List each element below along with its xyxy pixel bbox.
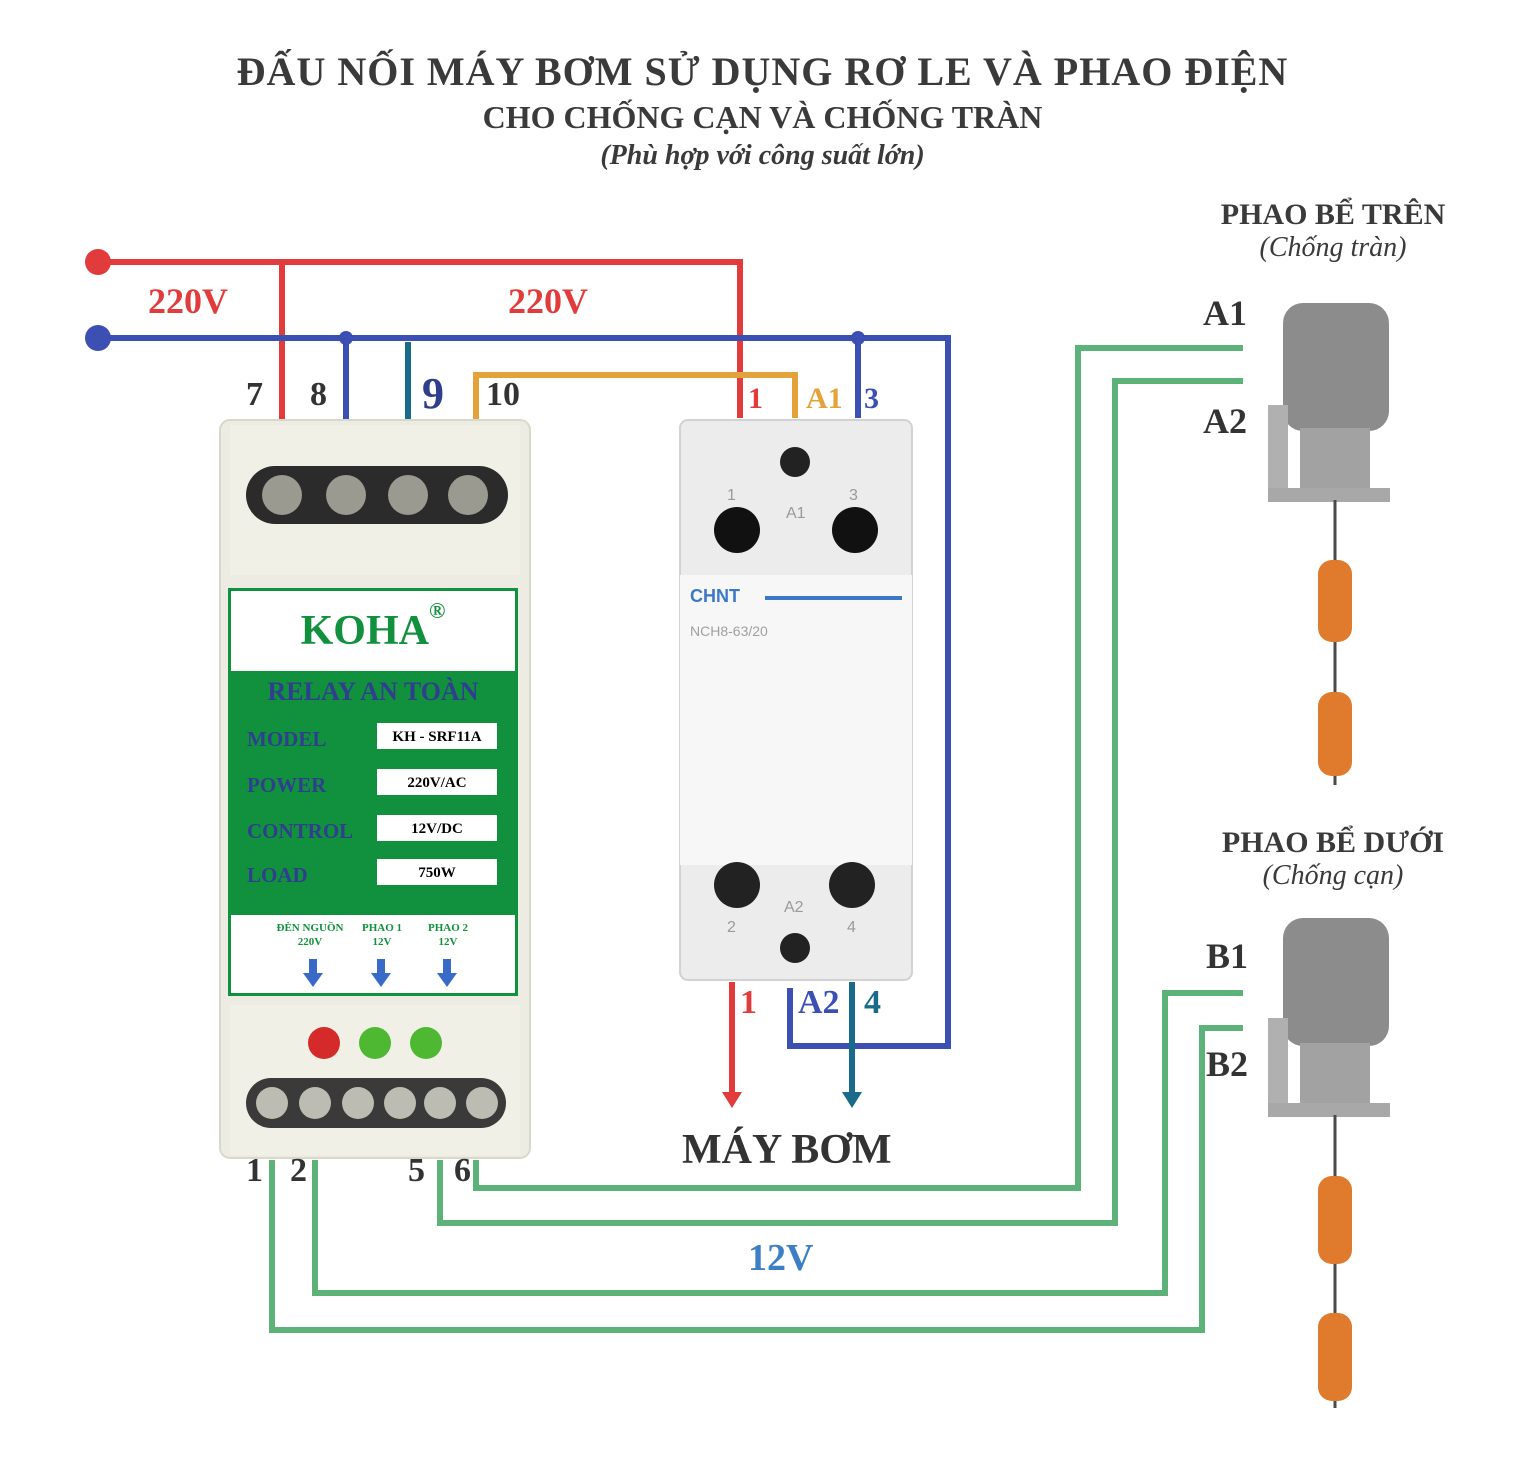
float-lower-subtitle: (Chống cạn) <box>1262 860 1404 891</box>
screw-row-top <box>262 475 488 515</box>
spec-label-control: CONTROL <box>247 819 354 843</box>
contactor-terminal-1-bottom: 1 <box>740 984 757 1021</box>
float-lower-title-block: PHAO BỂ DƯỚI (Chống cạn) <box>1183 826 1483 892</box>
indicator-float2-name: PHAO 2 <box>427 922 469 934</box>
contactor-terminal-1-top: 1 <box>748 382 763 415</box>
diagram-title-block: ĐẤU NỐI MÁY BƠM SỬ DỤNG RƠ LE VÀ PHAO ĐI… <box>0 48 1525 172</box>
registered-mark: ® <box>428 598 446 623</box>
diagram-subtitle: CHO CHỐNG CẠN VÀ CHỐNG TRÀN <box>482 99 1043 135</box>
phase-line <box>98 259 743 418</box>
relay-front-panel: KOHA® RELAY AN TOÀN MODEL KH - SRF11A PO… <box>228 588 518 996</box>
relay-terminal-2: 2 <box>290 1152 307 1189</box>
lower-float-switch <box>1268 918 1390 1408</box>
down-arrow-icon <box>303 959 323 987</box>
diagram-note: (Phù hợp với công suất lớn) <box>600 140 925 171</box>
indicator-float2: PHAO 2 12V <box>403 921 493 949</box>
contactor-face-top-3: 3 <box>849 487 858 504</box>
contactor-a1-screw <box>780 447 810 477</box>
contactor-face-top-1: 1 <box>727 487 736 504</box>
indicator-float2-voltage: 12V <box>438 936 458 948</box>
float-wires <box>269 345 1243 1333</box>
relay-terminal-8: 8 <box>310 376 327 413</box>
relay-spec-area: RELAY AN TOÀN MODEL KH - SRF11A POWER 22… <box>231 671 515 915</box>
power-led <box>308 1027 340 1059</box>
float-wire-a1: A1 <box>1203 293 1247 333</box>
float-wire-a2: A2 <box>1203 401 1247 441</box>
contactor-brand: CHNT <box>690 586 740 606</box>
float-upper-title: PHAO BỂ TRÊN <box>1220 198 1446 231</box>
float-upper-subtitle: (Chống tràn) <box>1259 232 1407 263</box>
float-lower-title: PHAO BỂ DƯỚI <box>1221 826 1445 859</box>
relay-top-terminal-strip <box>246 466 508 524</box>
relay-terminal-9: 9 <box>422 369 444 418</box>
relay-terminal-10: 10 <box>486 376 520 413</box>
down-arrow-icon <box>371 959 391 987</box>
float1-led <box>359 1027 391 1059</box>
indicator-float1-voltage: 12V <box>372 936 392 948</box>
pump-label: MÁY BƠM <box>682 1127 892 1173</box>
indicator-float1: PHAO 1 12V <box>337 921 427 949</box>
relay-brand: KOHA <box>300 608 429 654</box>
contactor-model: NCH8-63/20 <box>690 623 768 639</box>
spec-label-model: MODEL <box>247 727 327 751</box>
spec-value-control: 12V/DC <box>377 815 497 841</box>
down-arrow-icon <box>437 959 457 987</box>
spec-value-model: KH - SRF11A <box>377 723 497 749</box>
pump-phase-arrowhead <box>722 1092 742 1108</box>
contactor-face <box>680 575 912 865</box>
contactor-terminal-a1: A1 <box>806 382 843 415</box>
float-wire-b1: B1 <box>1206 936 1249 976</box>
contactor-screw-1 <box>714 507 760 553</box>
contactor-terminal-4: 4 <box>864 984 881 1021</box>
float-wire-b2: B2 <box>1206 1044 1249 1084</box>
screw-row-bottom <box>256 1087 498 1119</box>
junction-dot <box>851 331 865 345</box>
contactor-screw-2 <box>714 862 760 908</box>
relay-brand-box: KOHA® <box>231 591 515 671</box>
indicator-power: ĐÈN NGUỒN 220V <box>265 921 355 949</box>
neutral-line <box>98 335 951 1049</box>
contactor-face-top-a1: A1 <box>786 505 806 522</box>
spec-value-load: 750W <box>377 859 497 885</box>
junction-dot <box>339 331 353 345</box>
upper-float-switch <box>1268 303 1390 785</box>
contactor-terminal-a2: A2 <box>798 984 840 1021</box>
control-voltage-label: 12V <box>748 1237 814 1279</box>
coil-wire-10 <box>473 372 798 425</box>
contactor-face-bottom-a2: A2 <box>784 899 804 916</box>
indicator-power-voltage: 220V <box>297 936 323 948</box>
contactor-terminal-3: 3 <box>864 382 879 415</box>
indicator-float1-name: PHAO 1 <box>361 922 403 934</box>
contactor-a2-screw <box>780 933 810 963</box>
supply-voltage-right: 220V <box>508 281 588 321</box>
contactor-face-bottom-2: 2 <box>727 919 736 936</box>
relay-terminal-6: 6 <box>454 1152 471 1189</box>
float2-led <box>410 1027 442 1059</box>
relay-terminal-5: 5 <box>408 1152 425 1189</box>
diagram-title: ĐẤU NỐI MÁY BƠM SỬ DỤNG RƠ LE VÀ PHAO ĐI… <box>236 49 1289 94</box>
float-upper-title-block: PHAO BỂ TRÊN (Chống tràn) <box>1183 198 1483 264</box>
relay-terminal-7: 7 <box>246 376 263 413</box>
pump-neutral-arrowhead <box>842 1092 862 1108</box>
supply-voltage-left: 220V <box>148 281 228 321</box>
spec-value-power: 220V/AC <box>377 769 497 795</box>
contactor-screw-3 <box>832 507 878 553</box>
relay-terminal-1: 1 <box>246 1152 263 1189</box>
relay-name: RELAY AN TOÀN <box>267 677 479 706</box>
spec-label-load: LOAD <box>247 863 308 887</box>
contactor-screw-4 <box>829 862 875 908</box>
spec-label-power: POWER <box>247 773 327 797</box>
contactor-face-bottom-4: 4 <box>847 919 856 936</box>
indicator-power-name: ĐÈN NGUỒN <box>276 922 344 934</box>
